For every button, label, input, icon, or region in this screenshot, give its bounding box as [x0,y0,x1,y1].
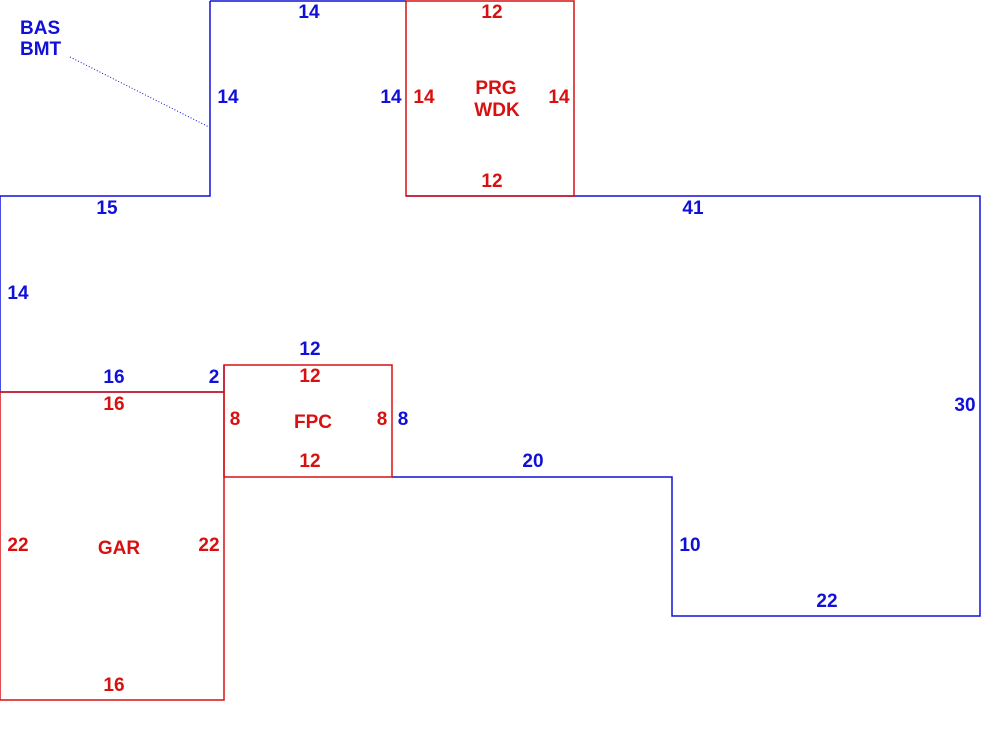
label-leader-line [69,56,210,128]
main-dim-over-fireplace: 12 [299,339,321,360]
main-dim-fireplace-right: 8 [397,409,409,430]
fireplace-dim-top: 12 [299,366,321,387]
main-dim-upper-right: 14 [380,87,402,108]
main-dim-left-step: 15 [96,198,118,219]
main-dim-over-garage: 16 [103,367,125,388]
porch-dim-top: 12 [481,2,503,23]
fireplace-code: FPC [294,412,332,433]
porch-dim-bottom: 12 [481,171,503,192]
main-area-code-2: BMT [20,39,62,60]
garage-code: GAR [97,538,141,559]
fireplace-dim-bottom: 12 [299,451,321,472]
porch-code-2: WDK [474,100,520,121]
fireplace-dim-right: 8 [376,409,388,430]
porch-dim-left: 14 [413,87,435,108]
porch-dim-right: 14 [548,87,570,108]
main-area-code-1: BAS [20,18,61,39]
main-dim-upper-left: 14 [217,87,239,108]
porch-outline [405,0,575,197]
main-dim-jog: 2 [208,367,220,388]
main-dim-right: 30 [954,395,976,416]
garage-dim-left: 22 [7,535,29,556]
main-dim-top: 14 [298,2,320,23]
main-dim-mid-bottom: 20 [522,451,544,472]
main-dim-right-long: 41 [682,198,704,219]
garage-dim-right: 22 [198,535,220,556]
garage-dim-bottom: 16 [103,675,125,696]
main-dim-bump-bottom: 22 [816,591,838,612]
porch-code-1: PRG [475,78,517,99]
main-dim-bump-side: 10 [679,535,701,556]
garage-outline [0,391,225,701]
garage-dim-top: 16 [103,394,125,415]
main-dim-left: 14 [7,283,29,304]
fireplace-dim-left: 8 [229,409,241,430]
